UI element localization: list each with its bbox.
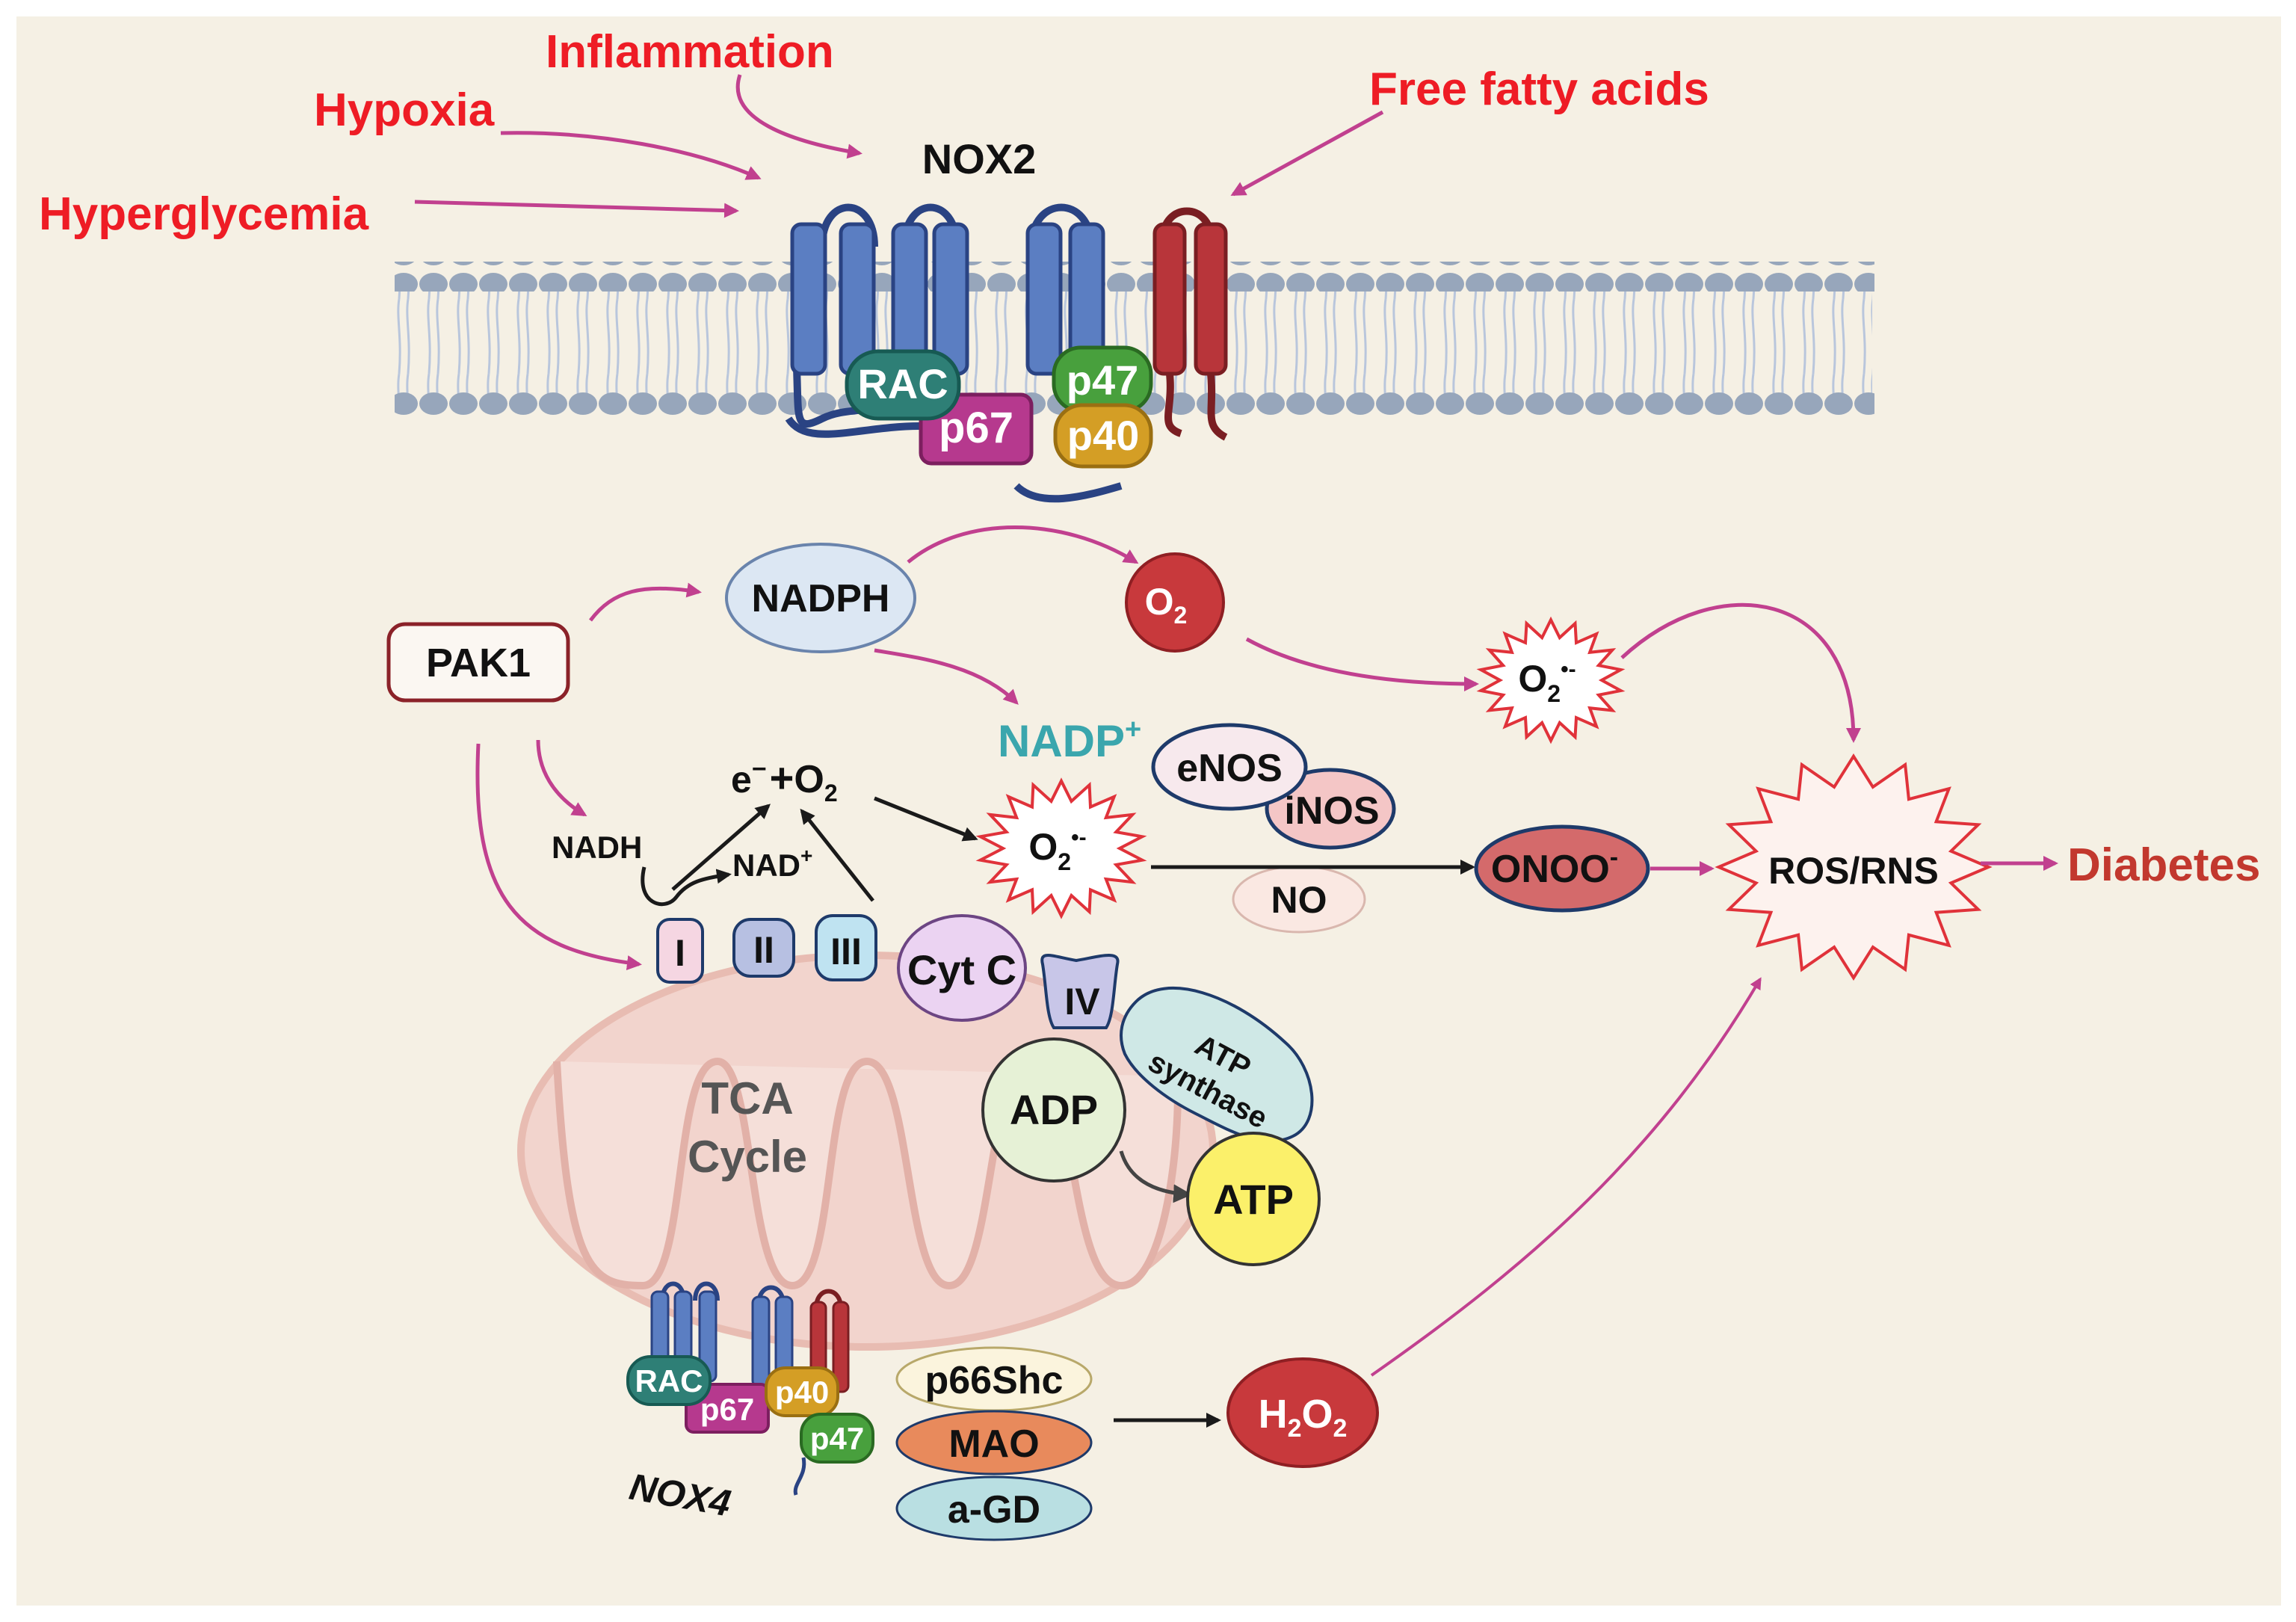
onoo-label: ONOO- (1491, 843, 1618, 891)
svg-text:O2•-: O2•- (1028, 825, 1086, 875)
arrow-h2o2-to-ros (1370, 977, 1762, 1377)
nox2-p40-subunit (1053, 403, 1153, 469)
enos-label: eNOS (1176, 747, 1283, 790)
nox2-rac-subunit (845, 349, 961, 421)
tca-cycle-line2: Cycle (688, 1132, 807, 1182)
arrow-hypoxia-to-nox2 (500, 131, 762, 180)
arrow-complex-iii-to-electron (800, 808, 874, 902)
p66shc-label: p66Shc (925, 1359, 1064, 1402)
nadp-label: NADP+ (998, 714, 1141, 766)
arrow-adp-to-atp (1119, 1150, 1192, 1203)
ros-rns-burst: ROS/RNS (1715, 753, 1993, 981)
complex-iv (1040, 954, 1120, 1029)
atp-node (1186, 1132, 1321, 1266)
arrow-o2-to-superoxide (1245, 637, 1479, 691)
mao-node (895, 1410, 1093, 1475)
agd-label: a-GD (948, 1488, 1040, 1532)
svg-text:RAC: RAC (635, 1363, 703, 1399)
nox4-p47-subunit (800, 1413, 874, 1464)
superoxide-upper: O2•- (1476, 616, 1626, 744)
onoo-node (1474, 824, 1650, 913)
stimulus-hyperglycemia: Hyperglycemia (39, 188, 369, 240)
inos-node (1265, 768, 1396, 850)
nad-label: NAD+ (732, 844, 812, 883)
o2-label: O2 (1145, 581, 1188, 629)
tca-cycle-line1: TCA (701, 1073, 793, 1123)
nox4-rac-subunit (626, 1355, 712, 1406)
pak1-label: PAK1 (426, 641, 531, 685)
svg-text:O2•-: O2•- (1518, 657, 1576, 707)
arrow-ffa-to-nox2 (1230, 110, 1384, 197)
nox4-complex: p67 RAC p40 p47 NOX4 (626, 1281, 874, 1524)
arrow-superoxide-to-ros (1620, 602, 1861, 743)
arrow-pak1-to-complex-i (475, 743, 642, 970)
complex-iii (815, 914, 877, 981)
nox2-p67-label: p67 (939, 404, 1013, 452)
arrow-inflammation-to-nox2 (735, 74, 862, 159)
arrow-o2-to-superoxide-mito (874, 796, 978, 842)
svg-text:I: I (675, 932, 685, 974)
stimulus-free-fatty-acids: Free fatty acids (1369, 64, 1709, 115)
enos-node (1151, 723, 1308, 811)
arrow-hyperglycemia-to-nox2 (414, 200, 739, 218)
arrow-pak1-to-nadh (536, 739, 587, 817)
nox2-title: NOX2 (922, 135, 1037, 182)
adp-label: ADP (1010, 1086, 1098, 1133)
nox4-p40-subunit (765, 1366, 839, 1417)
svg-text:p47: p47 (810, 1421, 864, 1456)
adp-node (981, 1037, 1126, 1182)
atp-label: ATP (1213, 1176, 1294, 1223)
arrow-nadph-to-nadp (874, 648, 1019, 705)
nadph-label: NADPH (752, 577, 890, 620)
h2o2-label: H2O2 (1259, 1392, 1348, 1443)
nox2-complex: p67 RAC p47 p40 NOX2 (785, 135, 1228, 503)
svg-text:IV: IV (1064, 981, 1100, 1023)
cyt-c-node (897, 914, 1027, 1022)
arrow-nadph-to-o2 (907, 525, 1139, 564)
svg-text:II: II (753, 929, 774, 971)
nadph-node (725, 543, 916, 653)
cyt-c-label: Cyt C (907, 946, 1016, 993)
stimulus-inflammation: Inflammation (546, 26, 834, 78)
nox2-p47-label: p47 (1067, 357, 1139, 404)
mao-label: MAO (948, 1422, 1039, 1466)
ros-rns-label: ROS/RNS (1768, 850, 1939, 892)
electron-o2-label: e−+O2 (731, 754, 838, 807)
complex-ii (732, 918, 795, 978)
nox2-rac-label: RAC (857, 360, 948, 407)
agd-node (895, 1475, 1093, 1541)
complex-i (656, 918, 704, 984)
arrow-complex-i-to-electron (671, 804, 771, 891)
o2-node (1125, 552, 1225, 653)
stimulus-hypoxia: Hypoxia (314, 84, 495, 136)
pak1-box (386, 622, 570, 703)
no-label: NO (1271, 879, 1327, 921)
nox2-p40-label: p40 (1067, 412, 1140, 459)
nadh-label: NADH (552, 830, 642, 865)
svg-text:p40: p40 (775, 1375, 829, 1410)
h2o2-node (1226, 1357, 1379, 1468)
svg-text:III: III (830, 931, 862, 972)
inos-label: iNOS (1284, 789, 1379, 833)
arrow-nadh-curve (641, 866, 732, 906)
superoxide-middle: O2•- (975, 777, 1147, 919)
svg-text:p67: p67 (700, 1392, 754, 1427)
diabetes-label: Diabetes (2067, 839, 2260, 891)
arrow-pak1-to-nadph (589, 582, 702, 622)
